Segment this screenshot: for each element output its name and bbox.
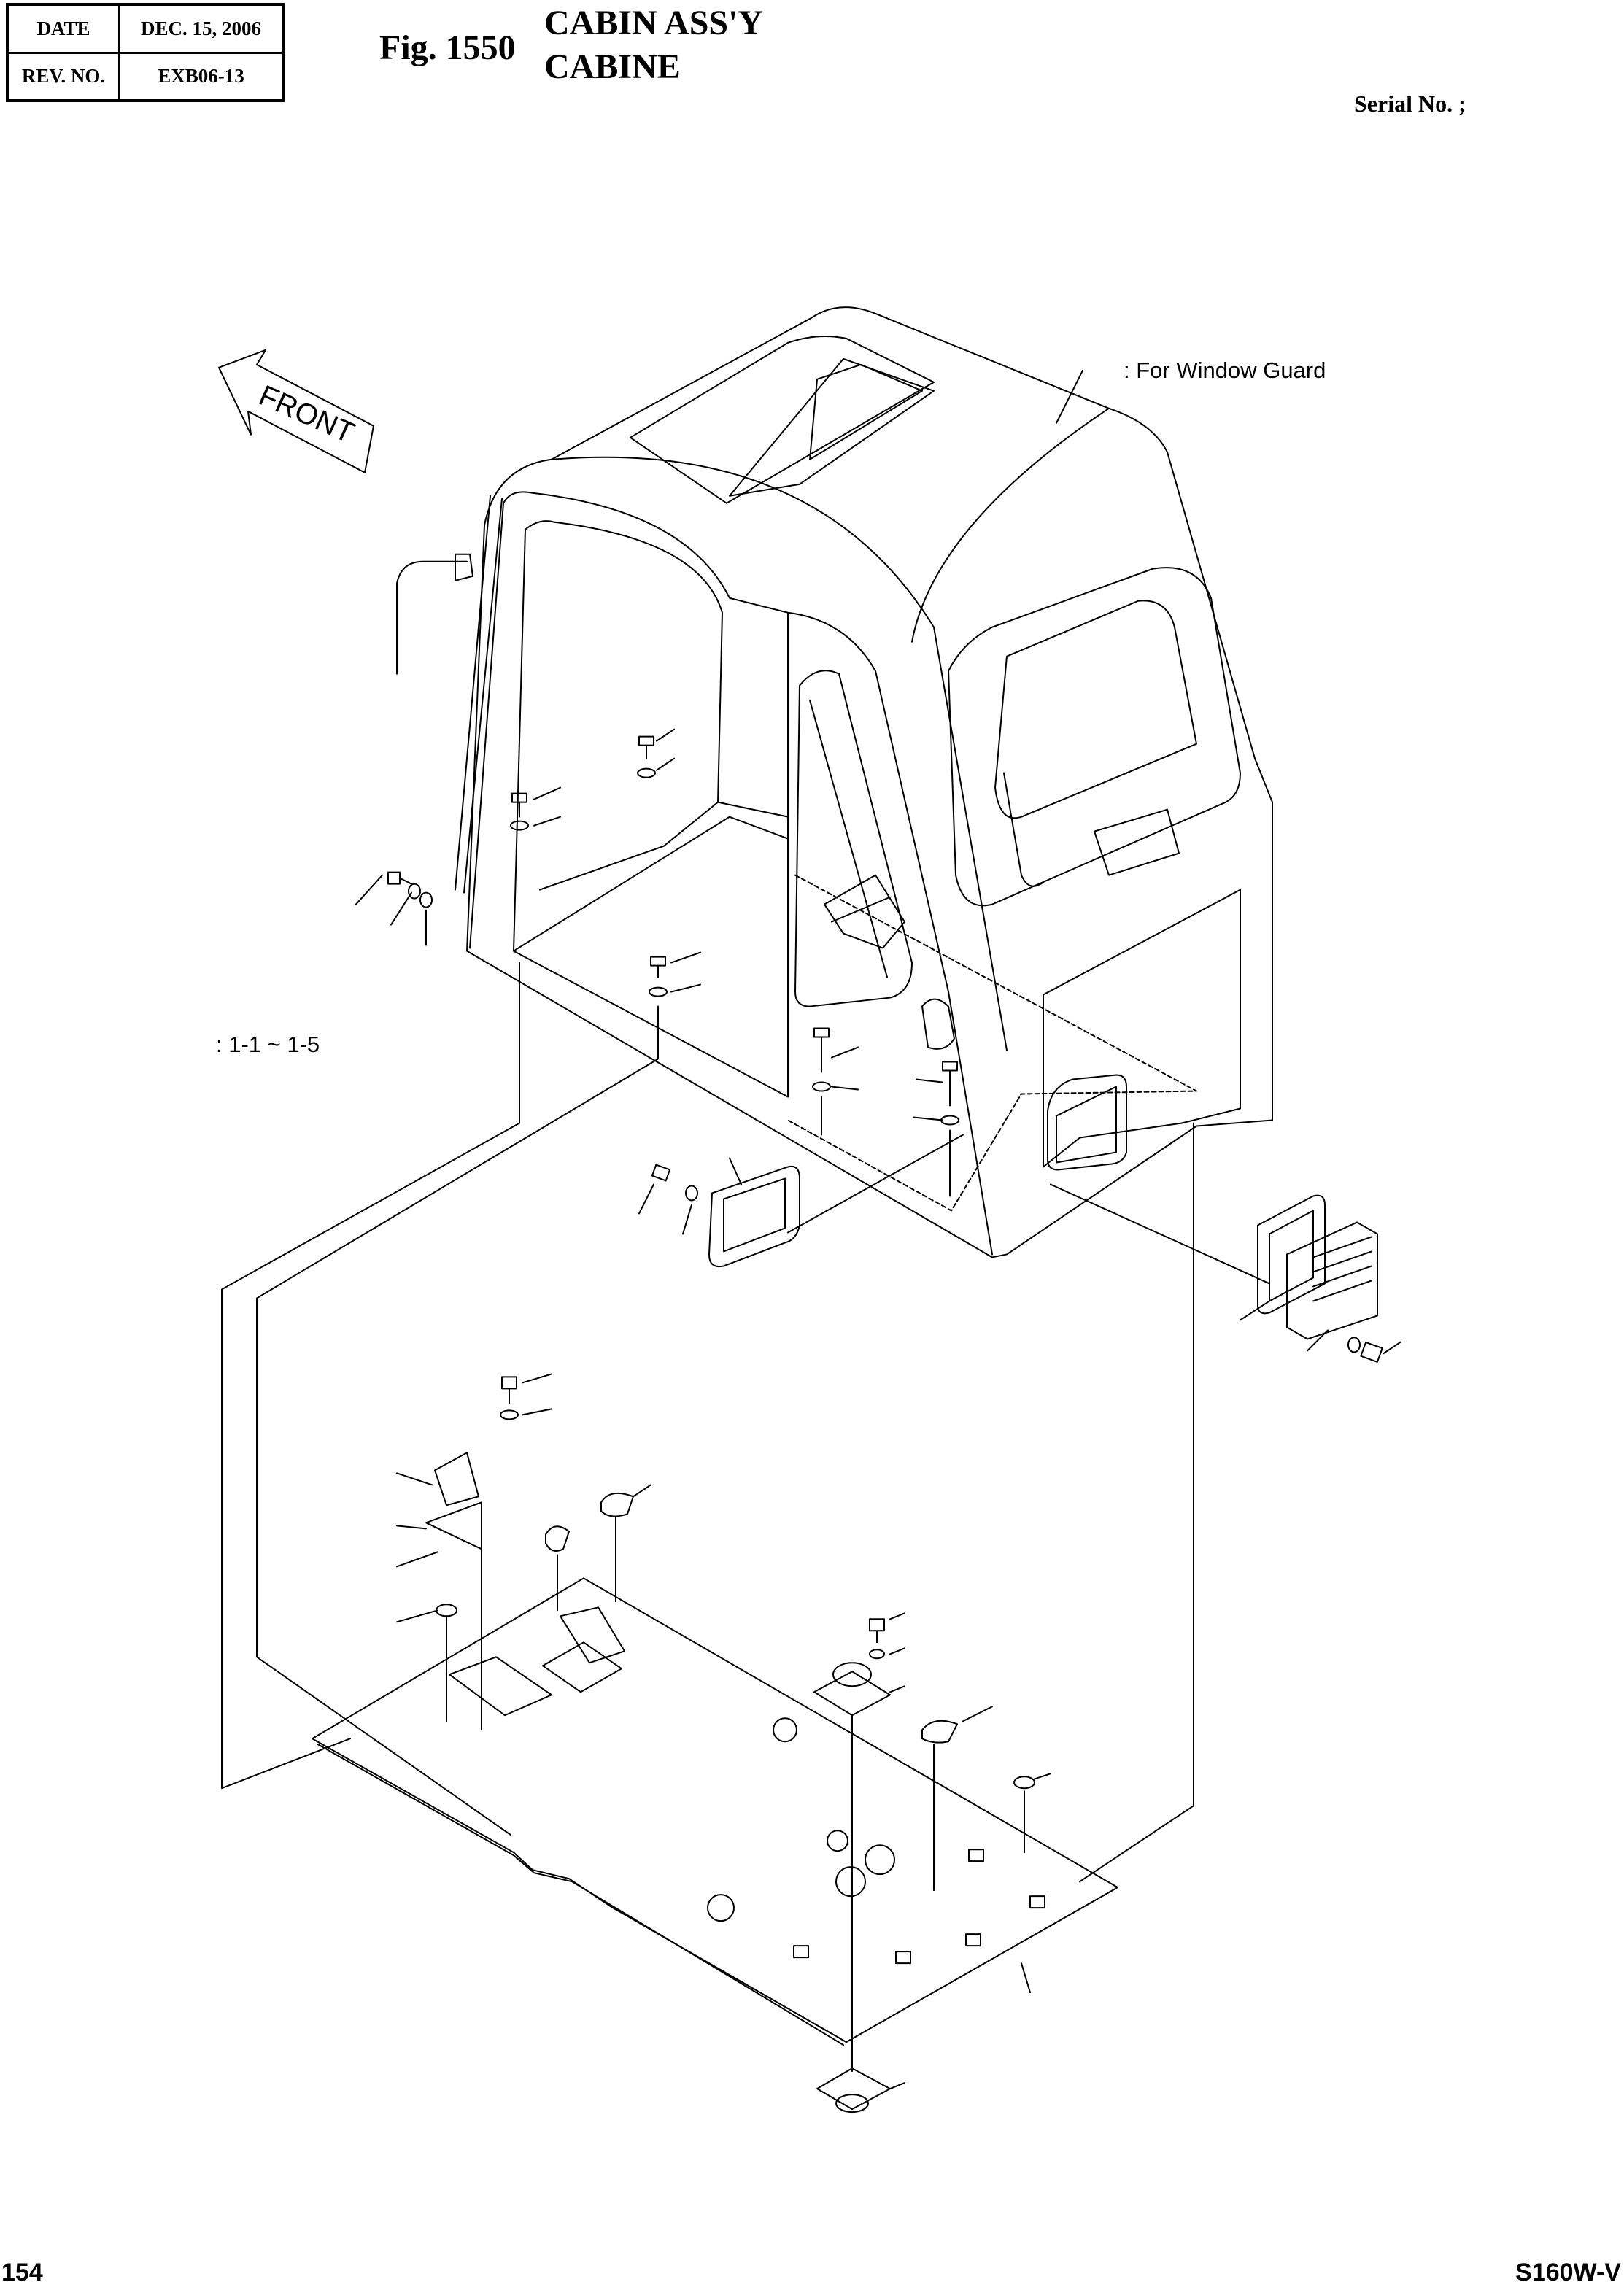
- left-service-plate: [639, 1135, 963, 1267]
- figure-number: Fig. 1550: [379, 28, 516, 67]
- cabin-body: [397, 307, 1272, 1257]
- assembly-guide-lines: [222, 1059, 1194, 1882]
- callout-range: : 1-1 ~ 1-5: [216, 1032, 320, 1057]
- page-number: 154: [1, 2259, 43, 2286]
- figure-title: CABIN ASS'Y CABINE: [544, 1, 763, 89]
- serial-label: Serial No. ;: [1354, 90, 1466, 117]
- callout-window-guard: : For Window Guard: [1124, 357, 1326, 383]
- rev-label: REV. NO.: [6, 51, 120, 102]
- front-arrow-icon: FRONT: [219, 350, 374, 473]
- window-guard-leader: [1056, 371, 1083, 423]
- rear-vent-assembly: [1051, 1184, 1401, 1361]
- rev-value: EXB06-13: [118, 51, 285, 102]
- revision-table: DATE DEC. 15, 2006 REV. NO. EXB06-13: [6, 3, 285, 102]
- figure-title-line1: CABIN ASS'Y: [544, 4, 764, 42]
- floor-components: [397, 1374, 1051, 2112]
- figure-title-line2: CABINE: [544, 47, 681, 86]
- floor-plate: [312, 1578, 1118, 2045]
- date-label: DATE: [6, 3, 120, 54]
- model-code: S160W-V: [1515, 2259, 1621, 2286]
- date-value: DEC. 15, 2006: [118, 3, 285, 54]
- cabin-floor-bolts: [356, 730, 959, 1196]
